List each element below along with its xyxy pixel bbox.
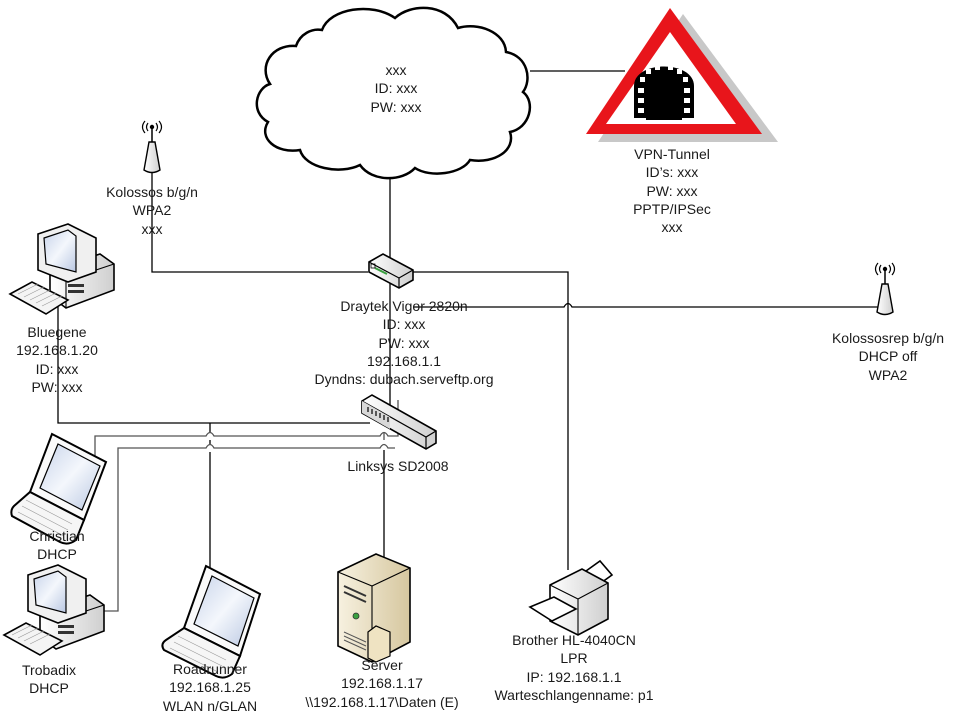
internet-cloud-label: xxx ID: xxx PW: xxx: [370, 61, 421, 116]
connections: [57, 70, 884, 595]
roadrunner-label: Roadrunner 192.168.1.25 WLAN n/GLAN: [163, 660, 257, 715]
printer-label: Brother HL-4040CN LPR IP: 192.168.1.1 Wa…: [494, 631, 653, 704]
server-line-1: Server: [361, 657, 403, 673]
printer-line-3: IP: 192.168.1.1: [526, 668, 622, 685]
christian-line-1: Christian: [29, 528, 85, 544]
edge-router-repeater: [413, 292, 884, 308]
server-label: Server 192.168.1.17 \\192.168.1.17\Daten…: [305, 656, 458, 711]
repeater-label: Kolossosrep b/g/n DHCP off WPA2: [832, 329, 944, 384]
internet-line-1: xxx: [385, 62, 407, 78]
bluegene-label: Bluegene 192.168.1.20 ID: xxx PW: xxx: [16, 323, 98, 396]
printer-line-2: LPR: [560, 650, 588, 667]
connections-gray: [60, 400, 399, 612]
access-point-repeater-icon[interactable]: [874, 262, 896, 316]
vpn-line-4: PPTP/IPSec: [633, 200, 711, 217]
printer-line-1: Brother HL-4040CN: [512, 632, 636, 648]
vpn-line-5: xxx: [661, 219, 683, 236]
roadrunner-line-1: Roadrunner: [173, 661, 247, 677]
edge-ap-router: [151, 170, 368, 273]
repeater-line-1: Kolossosrep b/g/n: [831, 330, 945, 346]
server-line-2: 192.168.1.17: [341, 675, 423, 692]
edge-bluegene-switch: [57, 272, 370, 424]
edge-trobadix-switch: [60, 443, 395, 612]
edge-router-printer: [410, 271, 569, 570]
switch-label: Linksys SD2008: [347, 457, 448, 475]
desktop-trobadix-icon[interactable]: [2, 564, 105, 656]
printer-brother-icon[interactable]: [528, 559, 614, 636]
router-label: Draytek Vigor 2820n ID: xxx PW: xxx 192.…: [315, 297, 494, 388]
internet-line-3: PW: xxx: [370, 98, 422, 115]
server-tower-icon[interactable]: [337, 553, 411, 663]
desktop-bluegene-icon[interactable]: [8, 223, 115, 315]
switch-linksys-icon[interactable]: [361, 394, 437, 450]
bluegene-line-4: PW: xxx: [31, 378, 83, 395]
printer-line-4: Warteschlangenname: p1: [494, 686, 654, 703]
vpn-tunnel-label: VPN-Tunnel ID’s: xxx PW: xxx PPTP/IPSec …: [633, 145, 711, 236]
vpn-line-3: PW: xxx: [646, 182, 698, 199]
trobadix-label: Trobadix DHCP: [22, 661, 76, 698]
router-line-2: ID: xxx: [382, 316, 426, 333]
ap-line-1: Kolossos b/g/n: [106, 184, 198, 200]
trobadix-line-2: DHCP: [29, 680, 69, 697]
edge-christian-switch: [94, 400, 399, 478]
roadrunner-line-2: 192.168.1.25: [169, 679, 251, 696]
internet-cloud-icon[interactable]: [255, 6, 532, 180]
access-point-kolossos-label: Kolossos b/g/n WPA2 xxx: [106, 183, 198, 238]
vpn-line-2: ID’s: xxx: [645, 164, 699, 181]
roadrunner-line-3: WLAN n/GLAN: [162, 697, 258, 714]
trobadix-line-1: Trobadix: [22, 662, 76, 678]
christian-label: Christian DHCP: [29, 527, 84, 564]
vpn-line-1: VPN-Tunnel: [634, 146, 710, 162]
vpn-tunnel-sign-icon[interactable]: [586, 8, 778, 142]
router-line-5: Dyndns: dubach.serveftp.org: [314, 371, 494, 388]
router-draytek-icon[interactable]: [368, 253, 414, 289]
access-point-kolossos-icon[interactable]: [141, 120, 163, 174]
laptop-christian-icon[interactable]: [10, 432, 108, 545]
tunnel-bricks: [638, 65, 690, 113]
router-line-1: Draytek Vigor 2820n: [340, 298, 468, 314]
ap-line-3: xxx: [141, 220, 163, 237]
server-line-3: \\192.168.1.17\Daten (E): [305, 693, 459, 710]
bluegene-line-3: ID: xxx: [35, 360, 79, 377]
bluegene-line-1: Bluegene: [27, 324, 87, 340]
repeater-line-3: WPA2: [868, 366, 908, 383]
christian-line-2: DHCP: [37, 546, 77, 563]
switch-line-1: Linksys SD2008: [347, 458, 449, 474]
ap-line-2: WPA2: [132, 202, 172, 219]
laptop-roadrunner-icon[interactable]: [161, 564, 262, 679]
router-line-4: 192.168.1.1: [367, 352, 441, 369]
repeater-line-2: DHCP off: [858, 348, 918, 365]
bluegene-line-2: 192.168.1.20: [16, 342, 98, 359]
internet-line-2: ID: xxx: [374, 80, 418, 97]
router-line-3: PW: xxx: [378, 334, 430, 351]
